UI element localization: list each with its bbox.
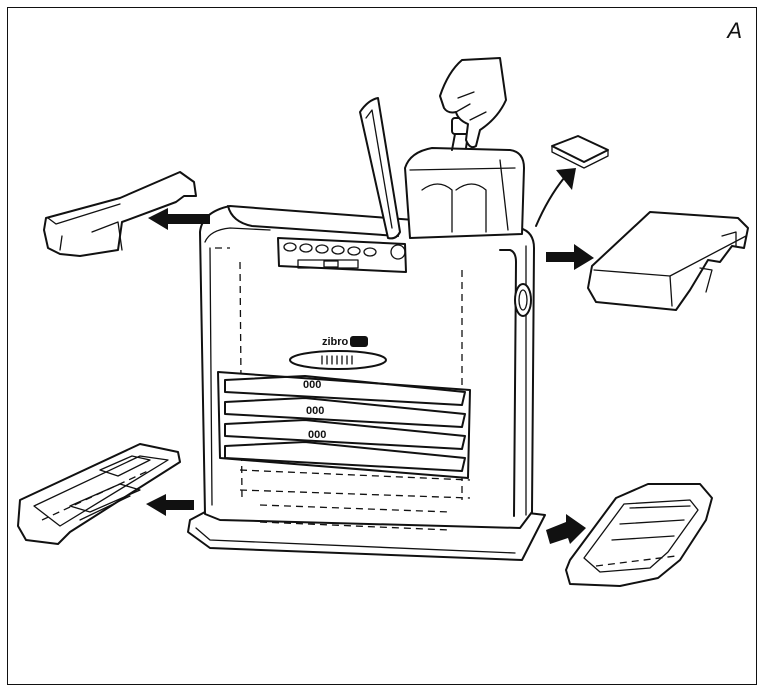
brand-badge: zibro: [322, 336, 368, 348]
top-left-cover: [43, 171, 197, 257]
figure-label: A: [727, 18, 742, 43]
arrow-right-icon: [546, 514, 586, 544]
power-knob: [390, 244, 406, 260]
fuel-tank: [404, 117, 525, 239]
arrow-left-icon: [146, 494, 194, 516]
grille-mark-3: 000: [308, 429, 326, 441]
top-right-cover: [587, 211, 749, 311]
control-button-1: [283, 242, 297, 252]
bottom-right-tray: [565, 483, 713, 587]
front-grille: 000 000 000: [217, 371, 471, 479]
bottom-left-tray: [17, 443, 181, 545]
hand: [439, 57, 507, 149]
grille-mark-1: 000: [303, 379, 321, 391]
curved-arrow-up-icon: [535, 168, 576, 227]
level-indicator: [289, 350, 387, 370]
control-button-6: [363, 247, 377, 257]
control-panel: [277, 237, 407, 273]
control-button-4: [331, 245, 345, 255]
control-button-3: [315, 244, 329, 254]
grille-mark-2: 000: [306, 405, 324, 417]
control-button-2: [299, 243, 313, 253]
display-window: [297, 259, 359, 269]
tank-lid: [359, 97, 401, 240]
brand-text: zibro: [322, 336, 349, 348]
filler-cap: [551, 135, 609, 169]
arrow-right-icon: [546, 244, 594, 270]
arrow-left-icon: [148, 208, 210, 230]
control-button-5: [347, 246, 361, 256]
